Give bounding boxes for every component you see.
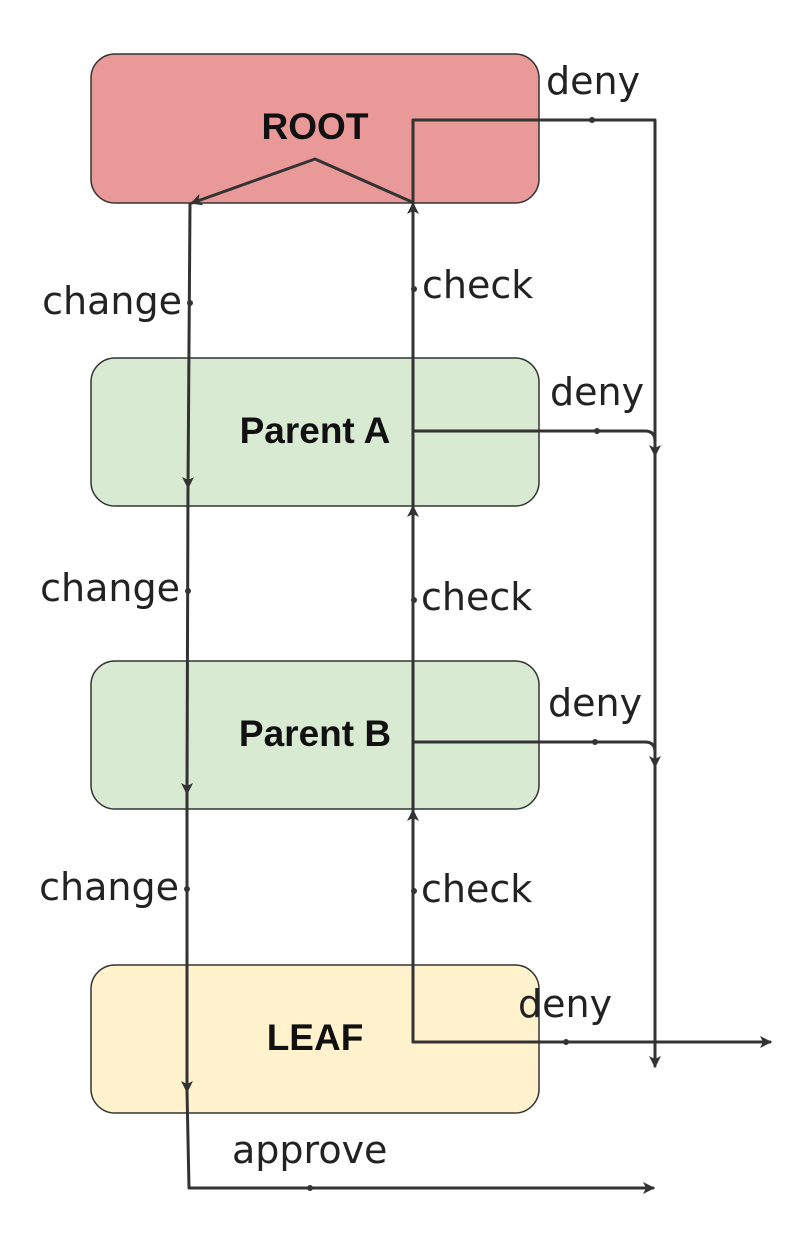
deny-dot-3 [592, 739, 598, 745]
change-edge-parent-a-to-parent-b [181, 485, 194, 795]
node-leaf-label: LEAF [267, 1017, 364, 1058]
deny-edge-root [411, 118, 661, 457]
node-parent-a-label: Parent A [240, 410, 391, 451]
node-root-box [90, 53, 540, 204]
check-label-2: check [421, 575, 532, 619]
deny-label-parent-b: deny [548, 681, 642, 725]
node-parent-b-label: Parent B [239, 713, 391, 754]
change-dot-2 [185, 588, 191, 594]
change-label-1: change [42, 279, 182, 323]
node-leaf: LEAF [90, 964, 540, 1114]
deny-dot-2 [594, 428, 600, 434]
node-parent-b: Parent B [90, 660, 540, 810]
change-edge-root-to-parent-a [182, 202, 195, 489]
node-parent-b-box [90, 660, 540, 810]
approve-dot [307, 1185, 313, 1191]
change-dot-3 [184, 886, 190, 892]
node-root-label: ROOT [262, 106, 369, 147]
change-label-3: change [39, 865, 179, 909]
deny-label-leaf: deny [518, 982, 612, 1026]
deny-edge-parent-b [411, 740, 661, 1068]
deny-dot-4 [563, 1039, 569, 1045]
root-split-line [190, 157, 414, 206]
approve-edge [185, 1089, 655, 1194]
node-root: ROOT [90, 53, 540, 204]
deny-label-root: deny [546, 59, 640, 103]
change-label-2: change [40, 566, 180, 610]
check-label-3: check [421, 867, 532, 911]
check-dot-2 [411, 597, 417, 603]
node-leaf-box [90, 964, 540, 1114]
deny-edge-parent-a [411, 429, 661, 768]
deny-dot-1 [589, 117, 595, 123]
check-dot-1 [411, 286, 417, 292]
check-label-1: check [422, 263, 533, 307]
change-dot-1 [187, 300, 193, 306]
deny-label-parent-a: deny [550, 370, 644, 414]
approve-label: approve [232, 1128, 387, 1172]
check-dot-3 [411, 888, 417, 894]
